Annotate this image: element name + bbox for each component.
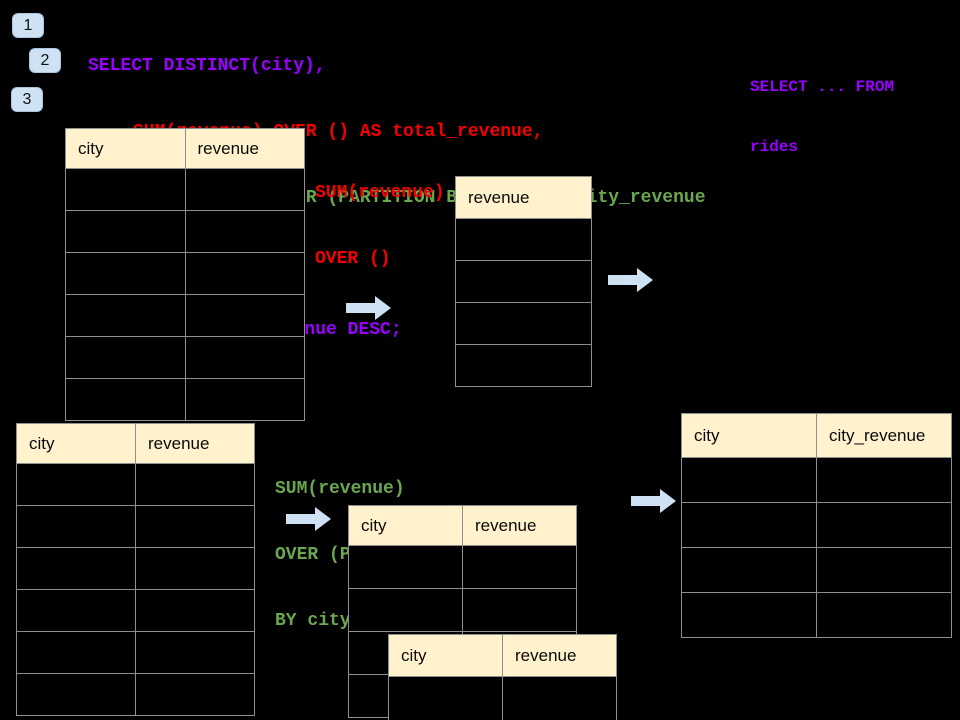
city-revenue-result-table: city city_revenue [681,413,952,638]
total-revenue-annotation: SUM(revenue) OVER () [315,138,445,314]
table-row [16,589,255,632]
table-header-row: city revenue [16,423,255,464]
snippet-line-2: rides [750,138,799,156]
table-header-row: revenue [455,176,592,219]
table-row [681,502,952,548]
table-row [16,547,255,590]
sql-line-select: SELECT DISTINCT(city), [88,56,326,76]
column-header-revenue: revenue [455,176,592,219]
select-from-snippet: SELECT ... FROM rides [750,37,894,197]
table-row [16,505,255,548]
column-header-revenue: revenue [184,128,305,169]
table-row [681,457,952,503]
table-row [16,673,255,716]
column-header-city: city [388,634,503,677]
column-header-city: city [681,413,817,458]
snippet-line-1: SELECT ... FROM [750,78,895,96]
column-header-revenue: revenue [462,505,577,546]
table-header-row: city city_revenue [681,413,952,458]
table-row [681,592,952,638]
table-row [65,336,305,379]
table-row [16,463,255,506]
partition-table-front: city revenue [388,634,617,720]
partition-annotation-line-1: SUM(revenue) [275,479,405,499]
right-arrow-icon [608,268,653,292]
table-row [65,252,305,295]
table-row [388,676,617,720]
right-arrow-icon [286,507,331,531]
table-header-row: city revenue [65,128,305,169]
source-table-bottom: city revenue [16,423,255,716]
table-row [348,588,577,632]
table-row [65,210,305,253]
right-arrow-icon [631,489,676,513]
table-row [455,302,592,345]
total-annotation-line-2: OVER () [315,249,391,269]
table-row [455,260,592,303]
column-header-city-revenue: city_revenue [816,413,952,458]
column-header-city: city [65,128,186,169]
table-row [65,168,305,211]
step-badge-2: 2 [29,48,61,73]
table-row [681,547,952,593]
column-header-revenue: revenue [135,423,255,464]
step-badge-3-label: 3 [22,90,32,108]
column-header-city: city [16,423,136,464]
table-row [65,294,305,337]
step-badge-1: 1 [12,13,44,38]
table-row [455,218,592,261]
table-row [16,631,255,674]
table-row [455,344,592,387]
step-badge-2-label: 2 [40,51,50,69]
right-arrow-icon [346,296,391,320]
total-annotation-line-1: SUM(revenue) [315,183,445,203]
column-header-revenue: revenue [502,634,617,677]
table-row [65,378,305,421]
table-header-row: city revenue [348,505,577,546]
partition-annotation-line-3: BY city) [275,611,362,631]
table-header-row: city revenue [388,634,617,677]
step-badge-1-label: 1 [23,16,33,34]
source-table-top: city revenue [65,128,305,421]
table-row [348,545,577,589]
step-badge-3: 3 [11,87,43,112]
total-revenue-table: revenue [455,176,592,387]
column-header-city: city [348,505,463,546]
